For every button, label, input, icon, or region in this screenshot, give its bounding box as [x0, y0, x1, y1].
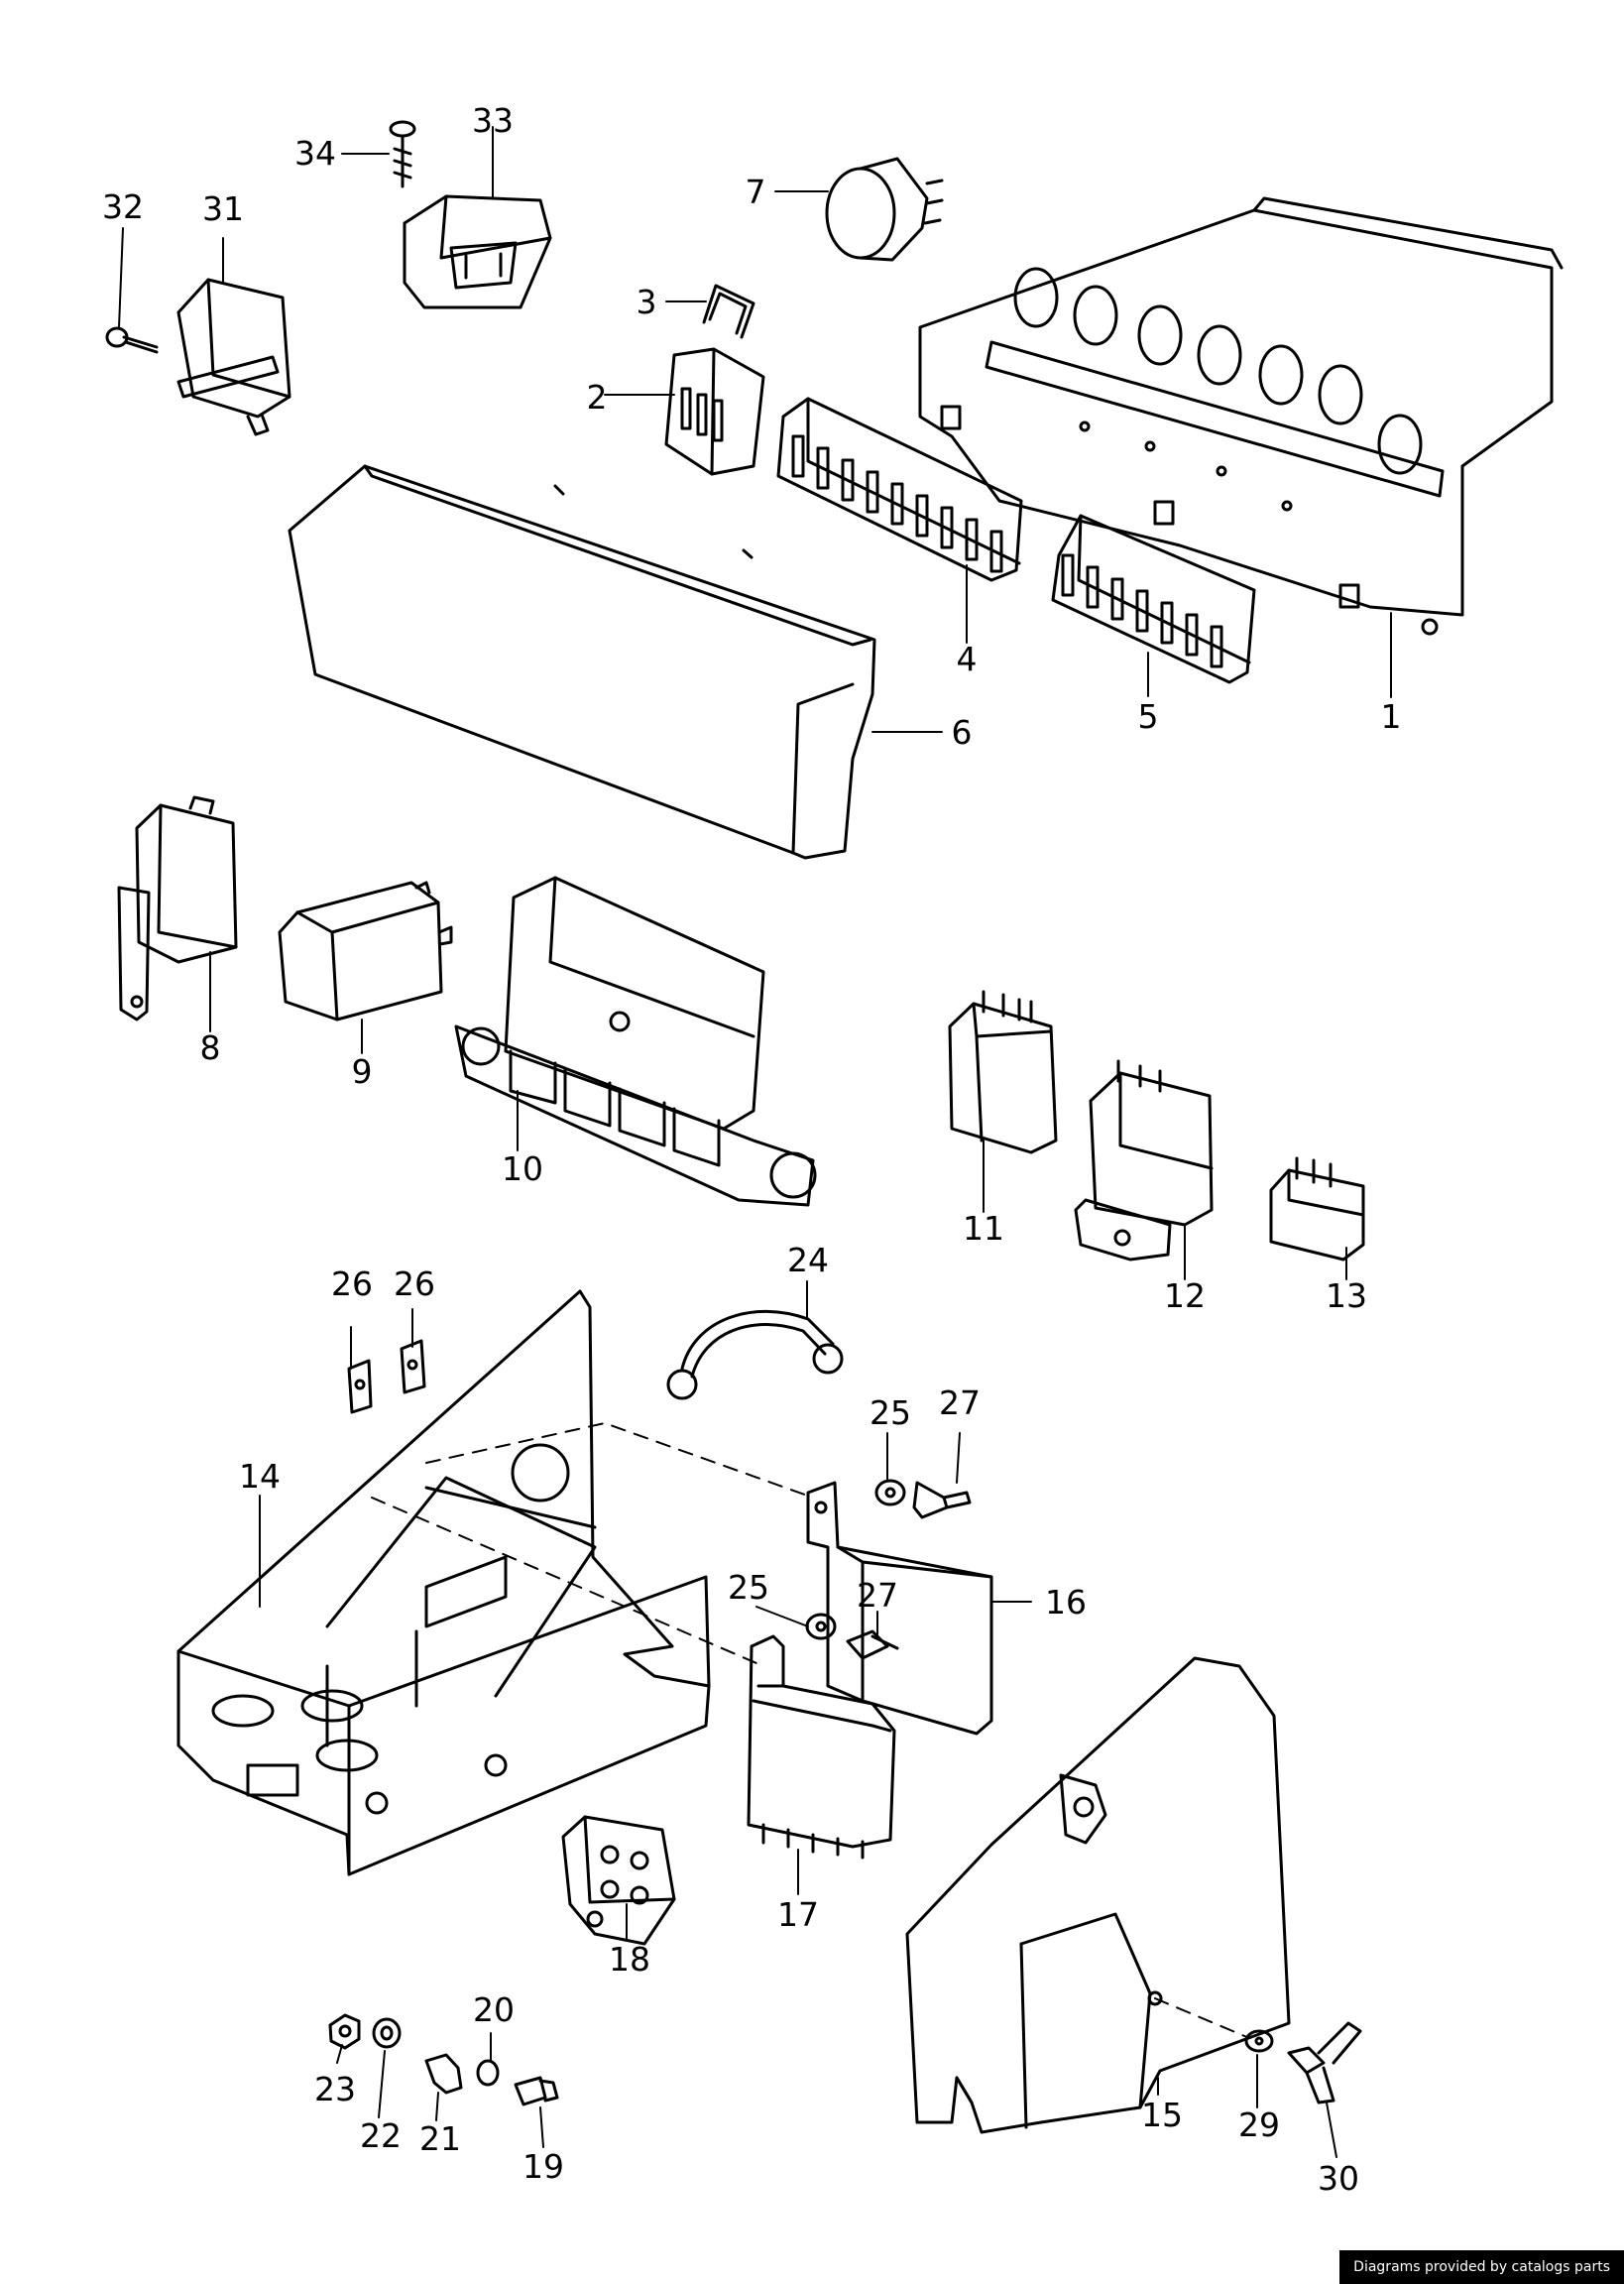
- label-part-7: 7: [746, 173, 766, 211]
- part-1-gauge-bracket: [918, 196, 1564, 636]
- label-part-25a: 25: [870, 1393, 911, 1432]
- label-part-15: 15: [1141, 2096, 1183, 2134]
- part-23-nut: [328, 2013, 361, 2050]
- part-19-bolt: [514, 2076, 559, 2106]
- label-part-25b: 25: [728, 1568, 769, 1607]
- part-12-relay-with-foot: [1074, 1059, 1214, 1262]
- part-16-relay-box: [806, 1481, 993, 1736]
- label-part-4: 4: [957, 640, 978, 678]
- label-part-14: 14: [239, 1457, 281, 1496]
- part-13-small-relay: [1269, 1156, 1365, 1262]
- label-part-21: 21: [419, 2119, 461, 2158]
- label-part-32: 32: [102, 187, 144, 226]
- part-27-bolt-lower: [846, 1629, 899, 1660]
- part-4-fuse-box-large: [776, 397, 1023, 582]
- part-18-terminal-block: [561, 1815, 676, 1946]
- label-part-16: 16: [1045, 1583, 1087, 1622]
- label-part-1: 1: [1381, 697, 1402, 736]
- label-part-27a: 27: [939, 1383, 981, 1422]
- leader-lines: [118, 126, 1392, 2158]
- part-2-small-fuse-box: [664, 347, 765, 476]
- label-part-8: 8: [200, 1028, 221, 1067]
- label-part-5: 5: [1138, 697, 1159, 736]
- part-33-connector-block: [403, 194, 552, 309]
- assembly-lines: [371, 1422, 1250, 2039]
- label-part-3: 3: [637, 283, 657, 321]
- label-part-26b: 26: [394, 1264, 435, 1303]
- part-10-control-unit: [454, 876, 817, 1207]
- label-part-12: 12: [1164, 1276, 1206, 1315]
- label-part-33: 33: [472, 101, 514, 140]
- label-part-13: 13: [1326, 1276, 1367, 1315]
- label-part-18: 18: [609, 1940, 650, 1979]
- part-21-spacer: [424, 2053, 463, 2095]
- label-part-29: 29: [1238, 2105, 1280, 2144]
- part-29-washer: [1244, 2029, 1274, 2053]
- label-part-9: 9: [352, 1052, 373, 1091]
- label-part-34: 34: [294, 134, 336, 173]
- label-part-6: 6: [952, 713, 973, 752]
- label-part-19: 19: [522, 2147, 564, 2186]
- part-22-lock-washer: [372, 2017, 402, 2049]
- part-15-cover: [905, 1656, 1291, 2134]
- label-part-30: 30: [1318, 2159, 1359, 2198]
- part-24-ground-strap: [666, 1309, 844, 1400]
- part-26-clip-a: [347, 1359, 373, 1414]
- label-part-10: 10: [502, 1149, 543, 1188]
- part-26-clip-b: [400, 1339, 426, 1394]
- part-6-fuse-box-cover: [288, 464, 876, 860]
- part-27-bolt-upper: [912, 1481, 972, 1519]
- part-number-labels: 1 2 3 4 5 6 7 8 9 10 11 12 13 14 15 16 1…: [102, 101, 1402, 2198]
- part-14-main-support-bracket: [176, 1289, 711, 1876]
- label-part-17: 17: [777, 1895, 819, 1934]
- label-part-11: 11: [963, 1209, 1004, 1248]
- part-3-clip: [702, 284, 755, 339]
- part-7-round-connector: [825, 157, 944, 262]
- label-part-2: 2: [587, 378, 608, 417]
- part-5-fuse-box: [1051, 514, 1256, 684]
- part-9-flasher-relay: [278, 881, 453, 1022]
- part-11-relay: [948, 990, 1058, 1154]
- part-31-relay-bracket: [176, 278, 291, 436]
- label-part-24: 24: [787, 1241, 829, 1279]
- part-25-washer-upper: [874, 1479, 906, 1506]
- part-20-washer: [476, 2059, 500, 2087]
- part-17-multipin-relay: [747, 1634, 896, 1860]
- part-8-relay-with-strap: [117, 795, 238, 1022]
- label-part-26a: 26: [331, 1264, 373, 1303]
- label-part-20: 20: [473, 1990, 515, 2029]
- part-32-screw: [105, 326, 159, 354]
- label-part-27b: 27: [857, 1576, 898, 1615]
- label-part-22: 22: [360, 2116, 402, 2155]
- part-34-small-screw: [389, 120, 416, 188]
- part-25-washer-lower: [805, 1613, 837, 1640]
- label-part-23: 23: [314, 2070, 356, 2108]
- part-30-wing-nut: [1287, 2021, 1362, 2104]
- credit-badge: Diagrams provided by catalogs parts: [1339, 2250, 1624, 2284]
- label-part-31: 31: [202, 189, 244, 228]
